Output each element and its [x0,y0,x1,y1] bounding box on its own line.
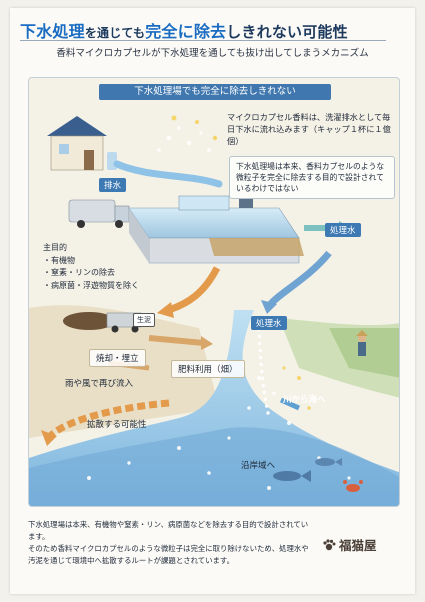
purpose-item: ・病原菌・浮遊物質を除く [43,280,139,290]
paw-icon [323,538,336,550]
yellow-particles [171,115,311,410]
footer-line-1: 下水処理場は本来、有機物や窒素・リン、病原菌などを除去する目的で設計されています… [28,520,309,541]
purpose-title: 主目的 [43,243,67,252]
label-fertilizer: 肥料利用（畑） [171,360,245,378]
purpose-item: ・窒素・リンの除去 [43,268,115,277]
fish-icon [273,458,342,482]
design-note: 下水処理場は本来、香料カプセルのような微粒子を完全に除去する目的で設計されている… [229,156,395,199]
drain-flow [113,160,223,188]
title-highlight-1: 下水処理 [20,22,85,41]
label-spread: 拡散する可能性 [87,420,147,430]
purpose-item: ・有機物 [43,255,75,265]
label-incinerate: 焼却・埋立 [89,349,146,367]
arrow-to-river [266,250,332,309]
diagram-banner: 下水処理場でも完全に除去しきれない [99,84,331,100]
diagram-illustration [29,115,399,506]
tag-treated-water-1: 処理水 [325,223,361,237]
tanker-truck [68,199,130,228]
title-divider [20,40,386,41]
flow-line [257,327,271,419]
tag-treated-water-2: 処理水 [251,316,287,330]
title-text-1: を通じても [84,26,146,40]
brand-name: 福猫屋 [339,538,377,553]
sea-water [29,427,399,506]
sludge-truck [63,312,142,333]
arrow-spread [46,399,170,441]
label-reflow: 雨や風で再び流入 [65,379,134,389]
arrow-to-sea [279,397,301,411]
plant-purpose: 主目的 ・有機物 ・窒素・リンの除去 ・病原菌・浮遊物質を除く [43,242,139,292]
title-text-2: しきれない可能性 [226,23,348,41]
page-subtitle: 香料マイクロカプセルが下水処理を通しても抜け出してしまうメカニズム [56,48,369,59]
tag-drain: 排水 [99,178,127,192]
footer-line-2: そのため香料マイクロカプセルのような微粒子は完全に取り除けないため、処理水や汚泥… [28,544,309,565]
farmer-figure [356,330,368,356]
capsule-note: マイクロカプセル香料は、洗濯排水として毎日下水に流れ込みます（キャップ１杯に１億… [227,112,391,146]
label-coast: 沿岸域へ [241,461,276,471]
brand-logo: 福猫屋 [322,535,377,554]
house-illustration [47,116,117,171]
page-title: 下水処理を通じても完全に除去しきれない可能性 [20,18,348,42]
footer-text: 下水処理場は本来、有機物や窒素・リン、病原菌などを除去する目的で設計されています… [28,519,310,567]
diagram-panel: 下水処理場でも完全に除去しきれない マイクロカプセル香料は、洗濯排水として毎日下… [28,77,400,507]
label-river-to-sea: 川から海へ [283,395,326,405]
arrow-sludge [167,266,221,314]
title-highlight-2: 完全に除去 [145,22,227,41]
arrow-fertilizer [148,335,205,346]
treatment-plant [128,195,304,264]
crab-icon [343,480,363,492]
raw-sludge-badge: 生泥 [133,313,155,327]
